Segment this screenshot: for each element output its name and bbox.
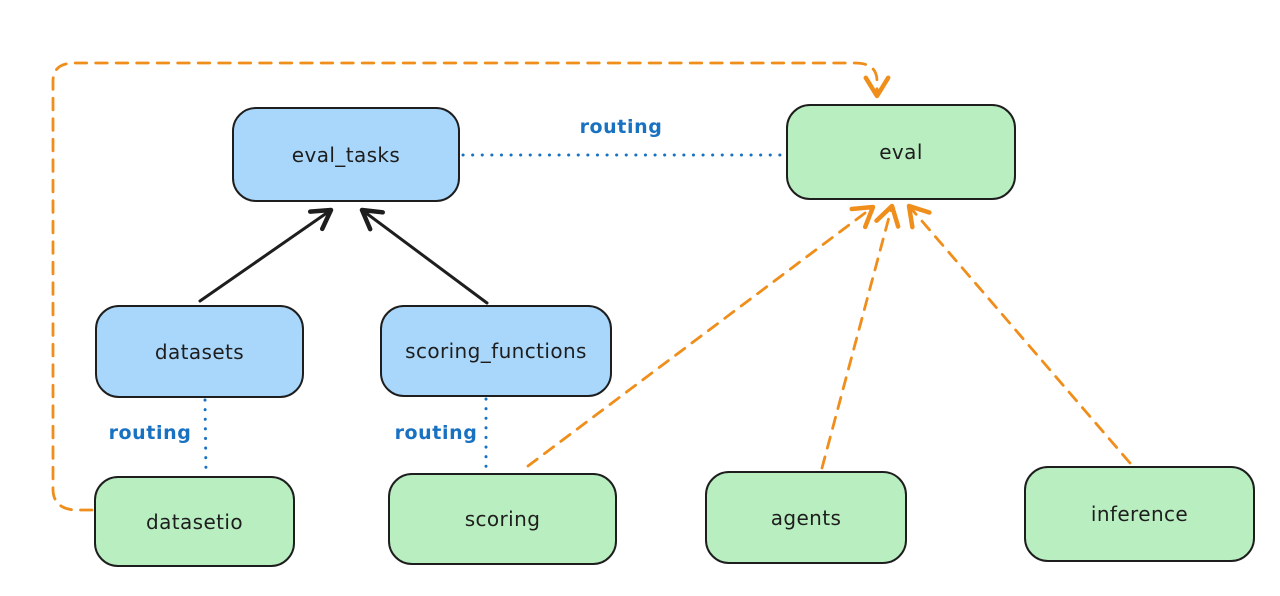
node-scoring_functions-label: scoring_functions (405, 339, 587, 363)
node-scoring: scoring (388, 473, 617, 565)
node-datasetio: datasetio (94, 476, 295, 567)
edge-label-routing-datasets-datasetio: routing (108, 422, 192, 444)
node-datasetio-label: datasetio (145, 509, 243, 534)
node-eval_tasks: eval_tasks (232, 107, 460, 202)
node-eval: eval (786, 104, 1016, 200)
node-agents-label: agents (770, 505, 842, 530)
node-datasets-label: datasets (154, 339, 245, 364)
edge-datasets-eval_tasks (198, 207, 334, 303)
edge-scoring_functions-eval_tasks (359, 207, 489, 305)
edge-label-routing-scoring_functions-scoring: routing (394, 422, 478, 444)
node-inference: inference (1024, 466, 1255, 562)
node-datasets: datasets (95, 305, 304, 398)
node-agents: agents (705, 471, 907, 564)
node-scoring_functions: scoring_functions (380, 305, 612, 397)
node-eval_tasks-label: eval_tasks (291, 142, 401, 167)
node-scoring-label: scoring (464, 507, 541, 531)
edge-agents-eval (820, 203, 901, 470)
edge-inference-eval (906, 203, 1132, 465)
edge-datasets-datasetio-routing (203, 398, 208, 475)
node-inference-label: inference (1090, 502, 1189, 526)
node-eval-label: eval (879, 140, 923, 164)
edge-label-routing-eval_tasks-eval: routing (579, 116, 663, 138)
